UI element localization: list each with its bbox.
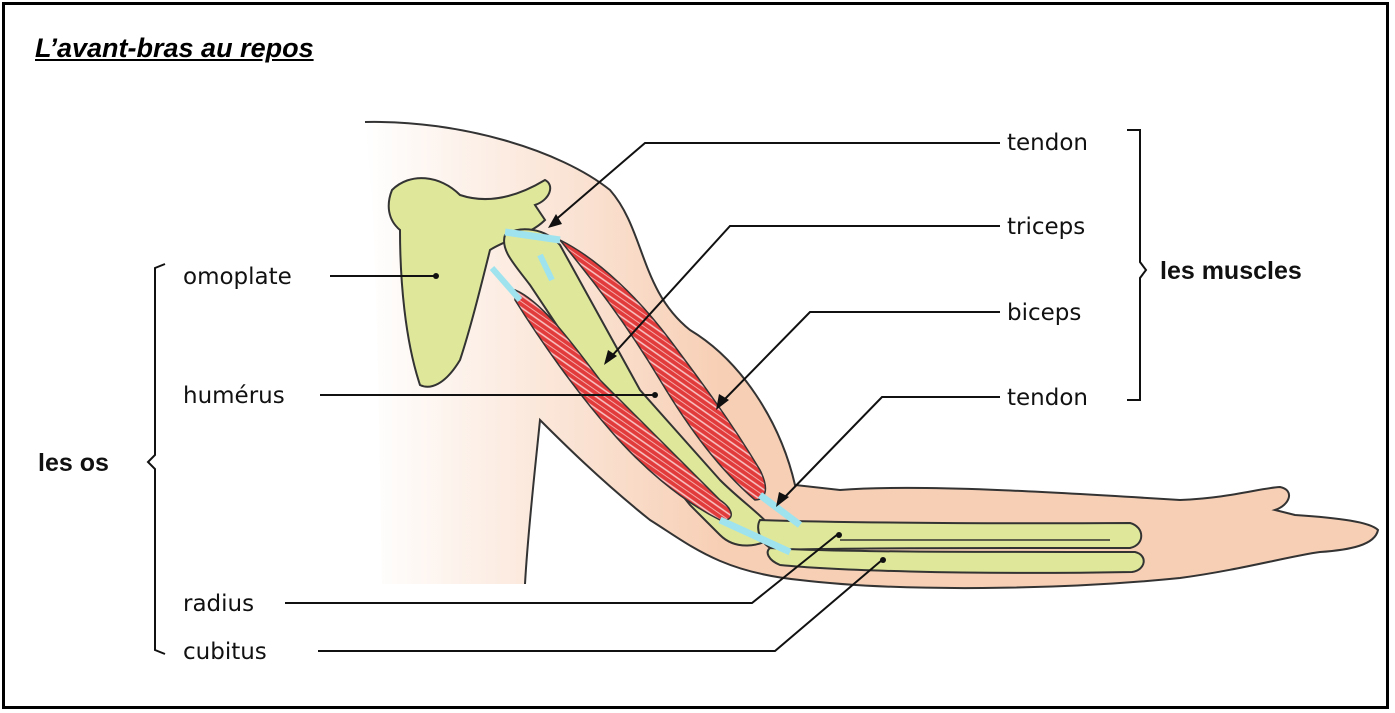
upper-arm-skin <box>365 122 1378 588</box>
leader-biceps <box>722 312 1000 402</box>
label-biceps: biceps <box>1007 300 1081 326</box>
muscles-bracket <box>1127 130 1146 400</box>
label-tendon-top: tendon <box>1007 130 1088 156</box>
leader-tendon-bottom <box>782 397 1000 500</box>
dot-humerus <box>652 392 658 398</box>
dot-radius <box>836 532 842 538</box>
label-les-muscles: les muscles <box>1160 257 1302 285</box>
label-radius: radius <box>183 591 254 617</box>
label-humerus: humérus <box>183 383 285 409</box>
dot-cubitus <box>880 557 886 563</box>
label-tendon-bottom: tendon <box>1007 385 1088 411</box>
cubitus-bone <box>768 548 1144 573</box>
label-triceps: triceps <box>1007 214 1085 240</box>
label-les-os: les os <box>38 449 109 477</box>
label-omoplate: omoplate <box>183 264 292 290</box>
dot-omoplate <box>433 273 439 279</box>
os-bracket <box>148 264 165 654</box>
label-cubitus: cubitus <box>183 639 267 665</box>
radius-bone <box>758 520 1141 550</box>
